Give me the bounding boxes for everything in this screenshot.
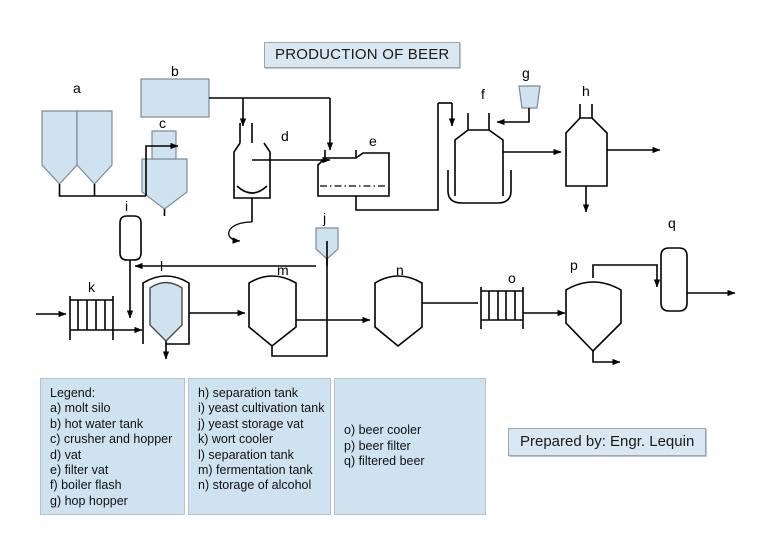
legend-item-f: f) boiler flash xyxy=(50,478,122,493)
legend-item-i: i) yeast cultivation tank xyxy=(198,401,325,416)
equipment-c-crusher-hopper xyxy=(141,130,188,216)
tag-h: h xyxy=(582,83,590,99)
legend-item-h: h) separation tank xyxy=(198,386,299,400)
equipment-g-hop-hopper xyxy=(496,85,541,126)
equipment-d-vat xyxy=(228,123,331,244)
tag-n: n xyxy=(396,262,404,278)
legend-item-g: g) hop hopper xyxy=(50,493,128,508)
equipment-p-beer-filter xyxy=(565,264,661,366)
legend-item-b: b) hot water tank xyxy=(50,416,144,431)
tag-f: f xyxy=(481,86,485,102)
diagram-title-box: PRODUCTION OF BEER xyxy=(264,42,461,68)
legend-column-3: o) beer cooler p) beer filter q) filtere… xyxy=(334,378,486,515)
legend-item-l: l) separation tank xyxy=(198,447,294,462)
legend-item-j: j) yeast storage vat xyxy=(198,416,304,431)
signature-box: Prepared by: Engr. Lequin xyxy=(508,428,707,456)
page-title: PRODUCTION OF BEER xyxy=(275,46,450,63)
equipment-b-hot-water-tank xyxy=(140,78,334,151)
legend-item-p: p) beer filter xyxy=(344,438,411,453)
equipment-f-boiler-flash xyxy=(447,103,562,204)
equipment-q-filtered-beer xyxy=(660,247,736,312)
equipment-i-yeast-cultivation-tank xyxy=(119,215,142,319)
tag-c: c xyxy=(159,115,166,131)
tag-i: i xyxy=(125,198,128,214)
legend-heading: Legend: xyxy=(50,386,96,400)
legend-item-m: m) fermentation tank xyxy=(198,463,313,478)
tag-p: p xyxy=(570,257,578,273)
equipment-k-wort-cooler xyxy=(36,296,143,340)
equipment-a-molt-silo xyxy=(41,110,146,197)
tag-m: m xyxy=(277,262,289,278)
legend-item-a: a) molt silo xyxy=(50,401,111,416)
tag-a: a xyxy=(73,80,81,96)
equipment-o-beer-cooler xyxy=(474,287,566,329)
legend-item-o: o) beer cooler xyxy=(344,423,422,438)
prepared-by-text: Prepared by: Engr. Lequin xyxy=(520,433,695,450)
legend-item-e: e) filter vat xyxy=(50,463,109,478)
legend-item-q: q) filtered beer xyxy=(344,454,425,469)
legend-item-k: k) wort cooler xyxy=(198,432,274,447)
tag-d: d xyxy=(281,128,289,144)
legend-column-2: h) separation tank i) yeast cultivation … xyxy=(188,378,331,515)
tag-k: k xyxy=(88,279,96,295)
equipment-j-yeast-storage-vat xyxy=(134,227,339,270)
tag-j: j xyxy=(322,210,326,226)
legend-item-c: c) crusher and hopper xyxy=(50,432,173,447)
equipment-e-filter-vat xyxy=(317,102,452,211)
tag-l: l xyxy=(160,258,163,274)
equipment-h-separation-tank xyxy=(565,104,661,213)
equipment-m-fermentation-tank xyxy=(248,241,371,357)
equipment-l-separation-tank xyxy=(142,275,246,360)
tag-q: q xyxy=(668,215,676,231)
equipment-n-storage-of-alcohol xyxy=(374,275,474,348)
tag-e: e xyxy=(369,133,377,149)
tag-b: b xyxy=(171,63,179,79)
legend-item-d: d) vat xyxy=(50,447,82,462)
tag-o: o xyxy=(508,270,516,286)
legend-column-1: Legend: a) molt silo b) hot water tank c… xyxy=(40,378,185,515)
legend-item-n: n) storage of alcohol xyxy=(198,478,312,493)
tag-g: g xyxy=(522,65,530,81)
